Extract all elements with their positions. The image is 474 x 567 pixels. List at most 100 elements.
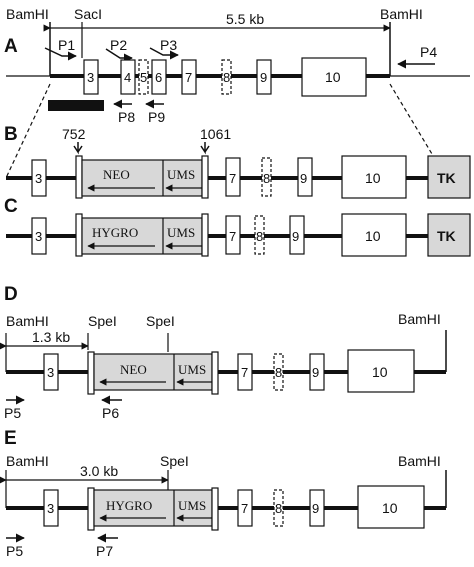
exon-8-label-d: 8 — [275, 365, 282, 380]
panel-d: D BamHI SpeI SpeI BamHI 1.3 kb 3 NEO UMS… — [0, 284, 447, 421]
ums-label-d: UMS — [178, 362, 206, 377]
panel-b: B 752 1061 3 NEO UMS 7 8 9 10 TK — [4, 124, 471, 199]
cassette-flank-right-d — [211, 351, 219, 395]
cassette-flank-right-e — [211, 487, 219, 531]
primer-p1-label: P1 — [58, 37, 75, 53]
neo-label-b: NEO — [103, 167, 130, 182]
exon-9-label-c: 9 — [292, 229, 299, 244]
primer-p1-arrow — [44, 47, 77, 61]
exon-8-box-c — [254, 215, 265, 255]
panel-c: C 3 HYGRO UMS 7 8 9 10 TK — [4, 196, 471, 257]
spei-label-e: SpeI — [160, 453, 189, 469]
tk-label-c: TK — [437, 228, 456, 244]
probe-bar — [48, 100, 104, 111]
position-1061-arrow — [200, 142, 210, 155]
distance-1-3kb: 1.3 kb — [32, 329, 70, 345]
exon-8-label-e: 8 — [275, 501, 282, 516]
cassette-flank-right-c — [201, 213, 209, 257]
exon-8-label-b: 8 — [263, 171, 270, 186]
exon-7-label-e: 7 — [241, 501, 248, 516]
panel-a: A BamHI SacI BamHI 5.5 kb P1 P2 P3 P4 3 … — [4, 6, 470, 179]
exon-7-box-e — [237, 489, 253, 527]
exon-7-box — [181, 59, 197, 95]
cassette-e — [93, 489, 213, 527]
exon-9-box-c — [289, 215, 305, 255]
exon-10-label-b: 10 — [365, 170, 381, 186]
tk-box-b — [427, 155, 471, 199]
exon-7-label-d: 7 — [241, 365, 248, 380]
exon-3-box-c — [31, 217, 47, 255]
exon-9-label-e: 9 — [312, 501, 319, 516]
ums-label-b: UMS — [167, 167, 195, 182]
primer-p2-label: P2 — [110, 37, 127, 53]
projection-line-left — [5, 83, 51, 179]
cassette-flank-left-b — [75, 155, 83, 199]
panel-d-letter: D — [4, 284, 18, 305]
exon-9-box-e — [309, 489, 325, 527]
exon-3-box-b — [31, 159, 47, 197]
exon-5-label: 5 — [140, 70, 147, 85]
exon-9-label-d: 9 — [312, 365, 319, 380]
primer-p9-label: P9 — [148, 109, 165, 125]
exon-6-box — [151, 59, 167, 95]
exon-9-box-d — [309, 353, 325, 391]
exon-7-label-c: 7 — [229, 229, 236, 244]
hygro-label-c: HYGRO — [92, 225, 138, 240]
exon-3-label-e: 3 — [47, 501, 54, 516]
exon-4-box — [120, 59, 136, 95]
bamhi-right-label: BamHI — [380, 6, 423, 22]
panel-e: E BamHI SpeI BamHI 3.0 kb 3 HYGRO UMS 7 … — [0, 428, 447, 559]
tk-box-c — [427, 213, 471, 257]
projection-line-right — [389, 83, 433, 155]
primer-p5-label-d: P5 — [4, 405, 21, 421]
spei-2-label-d: SpeI — [146, 313, 175, 329]
exon-10-box-c — [341, 213, 407, 257]
exon-8-box-e — [273, 489, 284, 527]
exon-3-box-d — [43, 353, 59, 391]
exon-7-box-b — [225, 157, 241, 197]
exon-10-box-d — [347, 349, 415, 393]
primer-p5-label-e: P5 — [6, 543, 23, 559]
ums-label-c: UMS — [167, 225, 195, 240]
exon-8-label-c: 8 — [256, 229, 263, 244]
hygro-label-e: HYGRO — [106, 498, 152, 513]
cassette-flank-right-b — [201, 155, 209, 199]
exon-5-box — [138, 59, 149, 95]
position-752-label: 752 — [62, 126, 86, 142]
cassette-flank-left-d — [87, 351, 95, 395]
distance-5-5kb: 5.5 kb — [226, 11, 264, 27]
bamhi-right-label-d: BamHI — [398, 311, 441, 327]
exon-4-label: 4 — [124, 70, 131, 85]
exon-7-label: 7 — [185, 70, 192, 85]
exon-7-label-b: 7 — [229, 171, 236, 186]
position-1061-label: 1061 — [200, 126, 231, 142]
exon-9-label: 9 — [260, 70, 267, 85]
primer-p3-arrow — [149, 47, 179, 60]
bamhi-right-label-e: BamHI — [398, 453, 441, 469]
spei-1-label-d: SpeI — [88, 313, 117, 329]
exon-3-label-b: 3 — [35, 171, 42, 186]
exon-9-box — [256, 59, 272, 95]
cassette-flank-left-e — [87, 487, 95, 531]
primer-p2-arrow — [105, 48, 133, 63]
cassette-d — [93, 353, 213, 391]
exon-8-box-b — [261, 157, 272, 197]
exon-6-label: 6 — [155, 70, 162, 85]
cassette-flank-left-c — [75, 213, 83, 257]
exon-8-label: 8 — [223, 70, 230, 85]
exon-8-box — [221, 59, 232, 95]
exon-3-label-d: 3 — [47, 365, 54, 380]
primer-p7-label: P7 — [96, 543, 113, 559]
panel-b-letter: B — [4, 124, 18, 145]
position-752-arrow — [73, 142, 83, 155]
exon-9-label-b: 9 — [300, 171, 307, 186]
distance-3-0kb: 3.0 kb — [80, 463, 118, 479]
exon-10-box-e — [357, 485, 425, 529]
exon-10-label-e: 10 — [382, 500, 398, 516]
bamhi-left-label: BamHI — [6, 6, 49, 22]
primer-p3-label: P3 — [160, 37, 177, 53]
panel-e-letter: E — [4, 428, 17, 449]
exon-3-label: 3 — [87, 70, 94, 85]
